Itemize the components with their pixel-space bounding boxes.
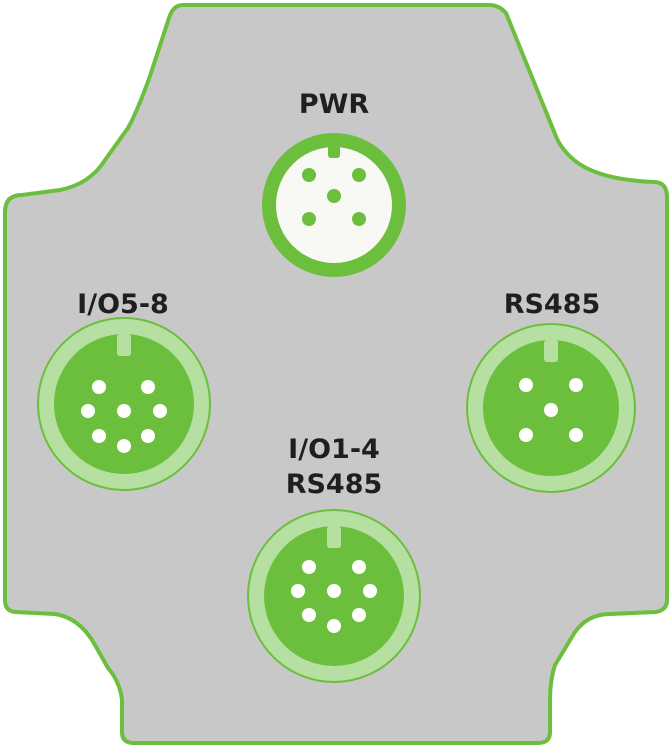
connector-pin bbox=[519, 428, 533, 442]
connector-pin bbox=[352, 212, 366, 226]
io14-pins bbox=[291, 560, 377, 633]
connector-pin bbox=[81, 404, 95, 418]
connector-io1-4 bbox=[247, 509, 421, 683]
connector-pin bbox=[141, 429, 155, 443]
connector-pin bbox=[92, 429, 106, 443]
rs485-key-notch bbox=[544, 340, 558, 362]
connector-pwr bbox=[262, 133, 406, 277]
connector-pin bbox=[569, 378, 583, 392]
pwr-face bbox=[276, 147, 392, 263]
connector-pin bbox=[117, 439, 131, 453]
connector-pin bbox=[544, 403, 558, 417]
connector-pin bbox=[117, 404, 131, 418]
label-io1-4-line2: RS485 bbox=[286, 469, 383, 500]
connector-pin bbox=[302, 560, 316, 574]
connector-pin bbox=[363, 584, 377, 598]
io14-key-notch bbox=[327, 526, 341, 548]
label-rs485: RS485 bbox=[504, 289, 601, 320]
label-io1-4-line1: I/O1-4 bbox=[288, 434, 380, 465]
connector-pin bbox=[302, 608, 316, 622]
connector-pin bbox=[352, 168, 366, 182]
connector-pin bbox=[291, 584, 305, 598]
connector-pin bbox=[569, 428, 583, 442]
connector-pin bbox=[153, 404, 167, 418]
connector-pin bbox=[352, 560, 366, 574]
pwr-key-notch bbox=[328, 142, 340, 158]
label-pwr: PWR bbox=[299, 89, 370, 120]
connector-rs485 bbox=[466, 323, 636, 493]
pwr-pins bbox=[302, 168, 366, 226]
connector-pin bbox=[327, 584, 341, 598]
io58-key-notch bbox=[117, 334, 131, 356]
connector-pin bbox=[302, 212, 316, 226]
rs485-pins bbox=[519, 378, 583, 442]
label-io5-8: I/O5-8 bbox=[77, 289, 169, 320]
connector-pin bbox=[302, 168, 316, 182]
connector-pin bbox=[352, 608, 366, 622]
connector-pin bbox=[327, 189, 341, 203]
housing-body bbox=[3, 3, 669, 745]
io58-pins bbox=[81, 380, 167, 453]
connector-pin bbox=[92, 380, 106, 394]
connector-pin bbox=[327, 619, 341, 633]
connector-pin bbox=[141, 380, 155, 394]
connector-io5-8 bbox=[37, 317, 211, 491]
connector-pin bbox=[519, 378, 533, 392]
